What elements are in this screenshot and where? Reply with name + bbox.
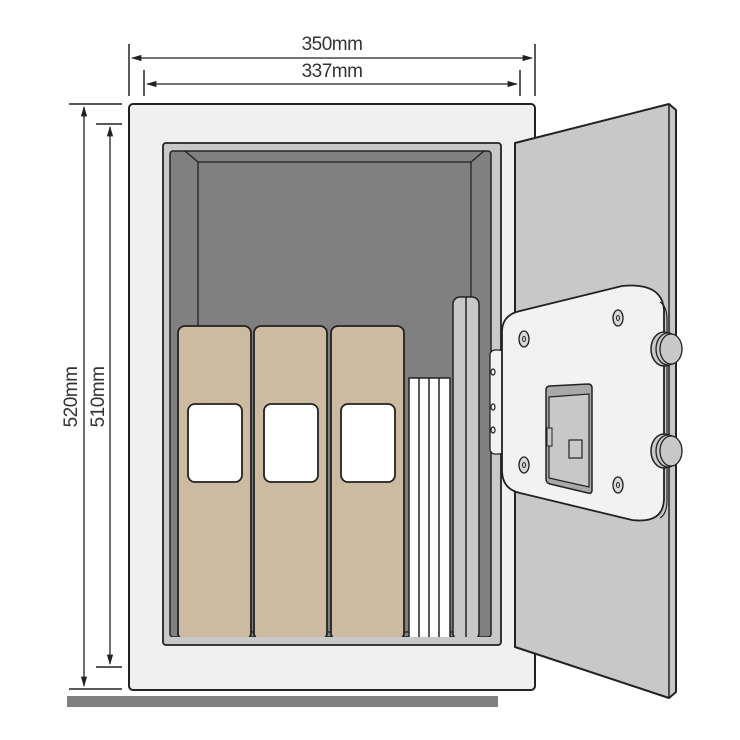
binder bbox=[330, 325, 405, 641]
lock-button bbox=[568, 439, 583, 459]
binder-label-window bbox=[263, 403, 319, 483]
screw-icon bbox=[518, 330, 530, 348]
hinge-hole bbox=[490, 368, 496, 376]
binder-label-window bbox=[340, 403, 396, 483]
binder bbox=[177, 325, 252, 641]
inner-height-label: 510mm bbox=[88, 367, 109, 428]
hinge-hole bbox=[490, 426, 496, 434]
screw-icon bbox=[612, 476, 624, 494]
hinge-hole bbox=[490, 403, 496, 411]
outer-height-label: 520mm bbox=[61, 367, 82, 428]
screw-icon bbox=[518, 456, 530, 474]
locking-bolt bbox=[650, 433, 683, 469]
document-tray bbox=[452, 296, 480, 641]
binder-label-window bbox=[187, 403, 243, 483]
width-dimension-inner: 337mm bbox=[143, 61, 521, 96]
screw-icon bbox=[612, 309, 624, 327]
interior-floor bbox=[170, 637, 491, 641]
locking-bolt bbox=[650, 331, 683, 367]
height-dimension-outer: 520mm bbox=[61, 103, 122, 690]
width-dimension-outer: 350mm bbox=[128, 34, 536, 96]
outer-width-label: 350mm bbox=[302, 34, 363, 55]
floor bbox=[67, 696, 498, 707]
inner-width-label: 337mm bbox=[302, 61, 363, 82]
lock-module bbox=[545, 383, 593, 494]
height-dimension-inner: 510mm bbox=[88, 123, 122, 668]
binder bbox=[253, 325, 328, 641]
paper-stack bbox=[408, 377, 451, 639]
